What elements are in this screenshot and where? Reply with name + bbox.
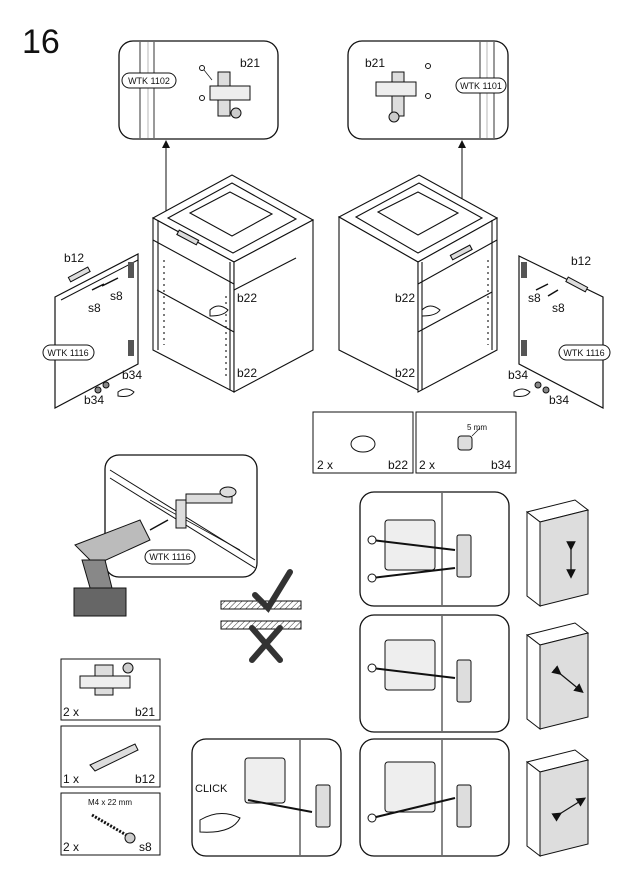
qty-s8: 2 x [63,840,79,854]
hinge-arm-icon [185,493,233,504]
click-label: CLICK [195,783,228,795]
cap-icon [534,381,542,389]
hand-icon [199,813,241,833]
bumper-label-left-lower: b22 [237,366,257,380]
mounting-plate-icon [375,63,431,123]
part-b12: b12 [135,772,155,786]
bumper-label-right-upper: b22 [395,291,415,305]
screw-label-left-a: s8 [110,289,123,303]
part-bumper: b22 [388,458,408,472]
hinge-panel-2 [359,614,510,733]
handle-icon [565,276,589,293]
drill-detail-callout: WTK 1116 [104,454,258,578]
step-number: 16 [22,23,60,61]
cap-label-right-a: b34 [508,368,528,382]
handle-label-left: b12 [64,251,84,265]
qty-b21: 2 x [63,705,79,719]
screw-icon [101,277,119,287]
parts-box-bumper: 2 x b22 [312,411,414,474]
cap-icon [542,386,550,394]
callout-top-right: WTK 1101 b21 [347,40,509,140]
cross-icon [249,625,283,663]
click-panel: CLICK [191,738,342,857]
part-cap: b34 [491,458,511,472]
screw-size-note: M4 x 22 mm [88,798,132,807]
side-arrow-icon [551,797,587,822]
parts-list-item-b12: 1 x b12 [60,725,161,788]
adjust-cabinet-vertical [525,499,590,608]
parts-box-cap: 5 mm 2 x b34 [415,411,517,474]
door-left [54,253,139,409]
drill-wtk-label: WTK 1116 [149,552,190,562]
handle-label-right: b12 [571,254,591,268]
hinge-cup-icon [128,340,134,356]
cap-label-left-b: b34 [84,393,104,407]
parts-list-item-b21: 2 x b21 [60,658,161,721]
hinge-panel-1 [359,491,510,607]
bumper-label-left-upper: b22 [237,291,257,305]
screw-label-right-a: s8 [528,291,541,305]
wtk-1116-pill-left [42,344,95,361]
cap-icon [94,386,102,394]
handle-icon [89,743,139,772]
cap-label-right-b: b34 [549,393,569,407]
adjust-cabinet-depth [525,622,590,731]
callout-top-left: WTK 1102 b21 [118,40,279,140]
cabinet-left [151,174,315,393]
door-right [518,255,604,409]
hinge-plate-label-right: b21 [365,56,385,70]
screw-icon [547,289,559,297]
qty-cap: 2 x [419,458,435,472]
screw-label-left-b: s8 [88,301,101,315]
cap-icon [457,435,473,451]
diagonal-arrow-icon [551,665,584,694]
part-s8: s8 [139,840,152,854]
hand-icon [421,305,441,317]
bumper-icon [350,435,376,453]
hand-icon [117,388,135,397]
screw-icon [535,283,549,291]
adjust-cabinet-side [525,749,590,858]
bumper-label-right-lower: b22 [395,366,415,380]
door-code-right: WTK 1116 [563,348,604,358]
check-icon [252,569,293,613]
hand-icon [209,305,229,317]
mounting-plate-icon [199,65,251,119]
wtk-1101-label: WTK 1101 [460,81,502,91]
door-code-left: WTK 1116 [47,348,88,358]
handle-icon [67,266,91,283]
parts-list-item-s8: M4 x 22 mm 2 x s8 [60,792,161,856]
hinge-cup-icon [175,499,187,529]
hinge-panel-3 [359,738,510,857]
qty-bumper: 2 x [317,458,333,472]
drill-icon [73,519,169,617]
cabinet-right [337,174,499,393]
hand-icon [513,388,531,397]
cap-label-left-a: b34 [122,368,142,382]
drill-bit-check [220,569,302,663]
hinge-plate-label-left: b21 [240,56,260,70]
screw-icon [91,283,105,291]
cap-size-note: 5 mm [467,423,487,432]
screw-label-right-b: s8 [552,301,565,315]
cap-icon [102,381,110,389]
qty-b12: 1 x [63,772,79,786]
hinge-cup-icon [128,262,134,278]
wtk-1102-label: WTK 1102 [128,76,170,86]
hinge-cup-icon [521,340,527,356]
hinge-cup-icon [521,262,527,278]
part-b21: b21 [135,705,155,719]
wtk-1116-pill-right [558,344,611,361]
